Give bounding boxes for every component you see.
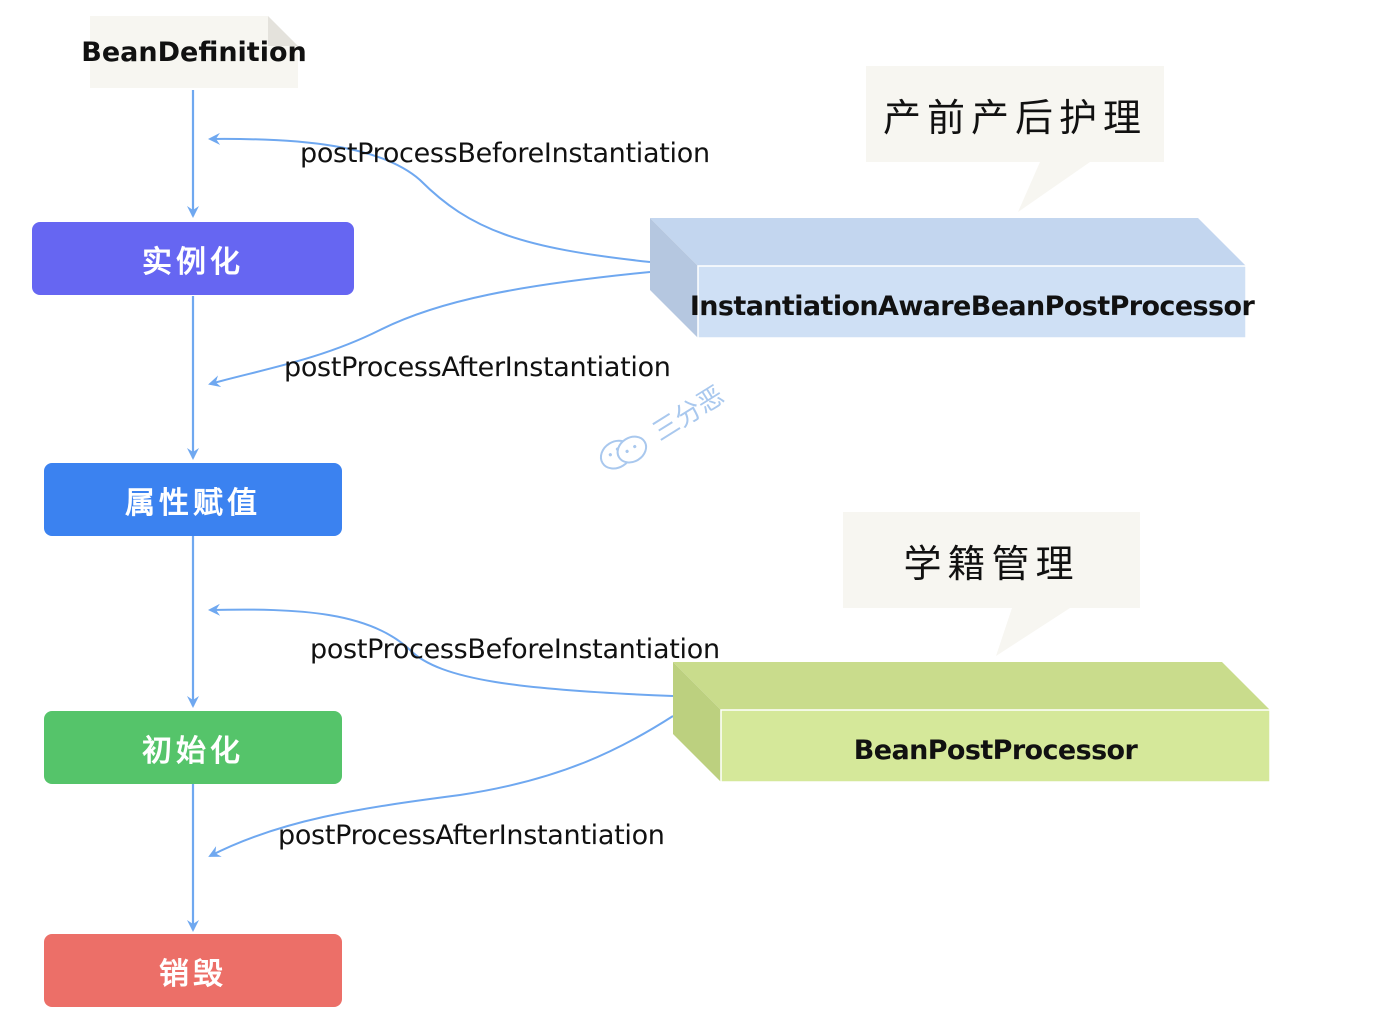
- stage-populate: 属性赋值: [44, 463, 342, 536]
- iabpp-box-front: [697, 265, 1247, 339]
- bpp-box-side: [673, 662, 721, 782]
- stage-instantiate-label: 实例化: [142, 244, 244, 280]
- iabpp-box-top: [650, 218, 1246, 266]
- callback-arrow-iabpp-after: [208, 271, 651, 388]
- stage-initialize-label: 初始化: [142, 733, 244, 769]
- note-fold-corner: [268, 16, 298, 46]
- iabpp-callout: 产前产后护理: [866, 66, 1164, 162]
- iabpp-box-side: [650, 218, 698, 338]
- bpp-callout: 学籍管理: [843, 512, 1140, 608]
- bpp-after-callback-label: postProcessAfterInstantiation: [278, 820, 665, 851]
- callout-tail-bpp: [996, 608, 1070, 656]
- stage-populate-label: 属性赋值: [125, 485, 261, 521]
- bpp-box-front: [720, 709, 1271, 783]
- iabpp-callout-text: 产前产后护理: [882, 95, 1147, 140]
- stage-destroy-label: 销毁: [159, 956, 227, 992]
- iabpp-after-callback-label: postProcessAfterInstantiation: [284, 352, 671, 383]
- iabpp-before-callback-label: postProcessBeforeInstantiation: [300, 138, 710, 169]
- bpp-callout-text: 学籍管理: [903, 541, 1080, 586]
- bpp-box-label: BeanPostProcessor: [853, 734, 1138, 766]
- stage-initialize: 初始化: [44, 711, 342, 784]
- bean-definition-node: BeanDefinition: [81, 16, 307, 88]
- callback-arrow-bpp-before: [208, 603, 674, 697]
- iabpp-box-label: InstantiationAwareBeanPostProcessor: [689, 290, 1255, 322]
- bpp-box-top: [673, 662, 1270, 710]
- callback-arrow-bpp-after: [208, 715, 674, 857]
- callout-tail-iabpp: [1018, 162, 1090, 212]
- stage-instantiate: 实例化: [32, 222, 354, 295]
- callback-arrow-iabpp-before: [208, 132, 651, 263]
- wechat-icon: [599, 435, 647, 470]
- watermark: 三分恶: [590, 376, 730, 483]
- stage-destroy: 销毁: [44, 934, 342, 1007]
- bpp-before-callback-label: postProcessBeforeInstantiation: [310, 634, 720, 665]
